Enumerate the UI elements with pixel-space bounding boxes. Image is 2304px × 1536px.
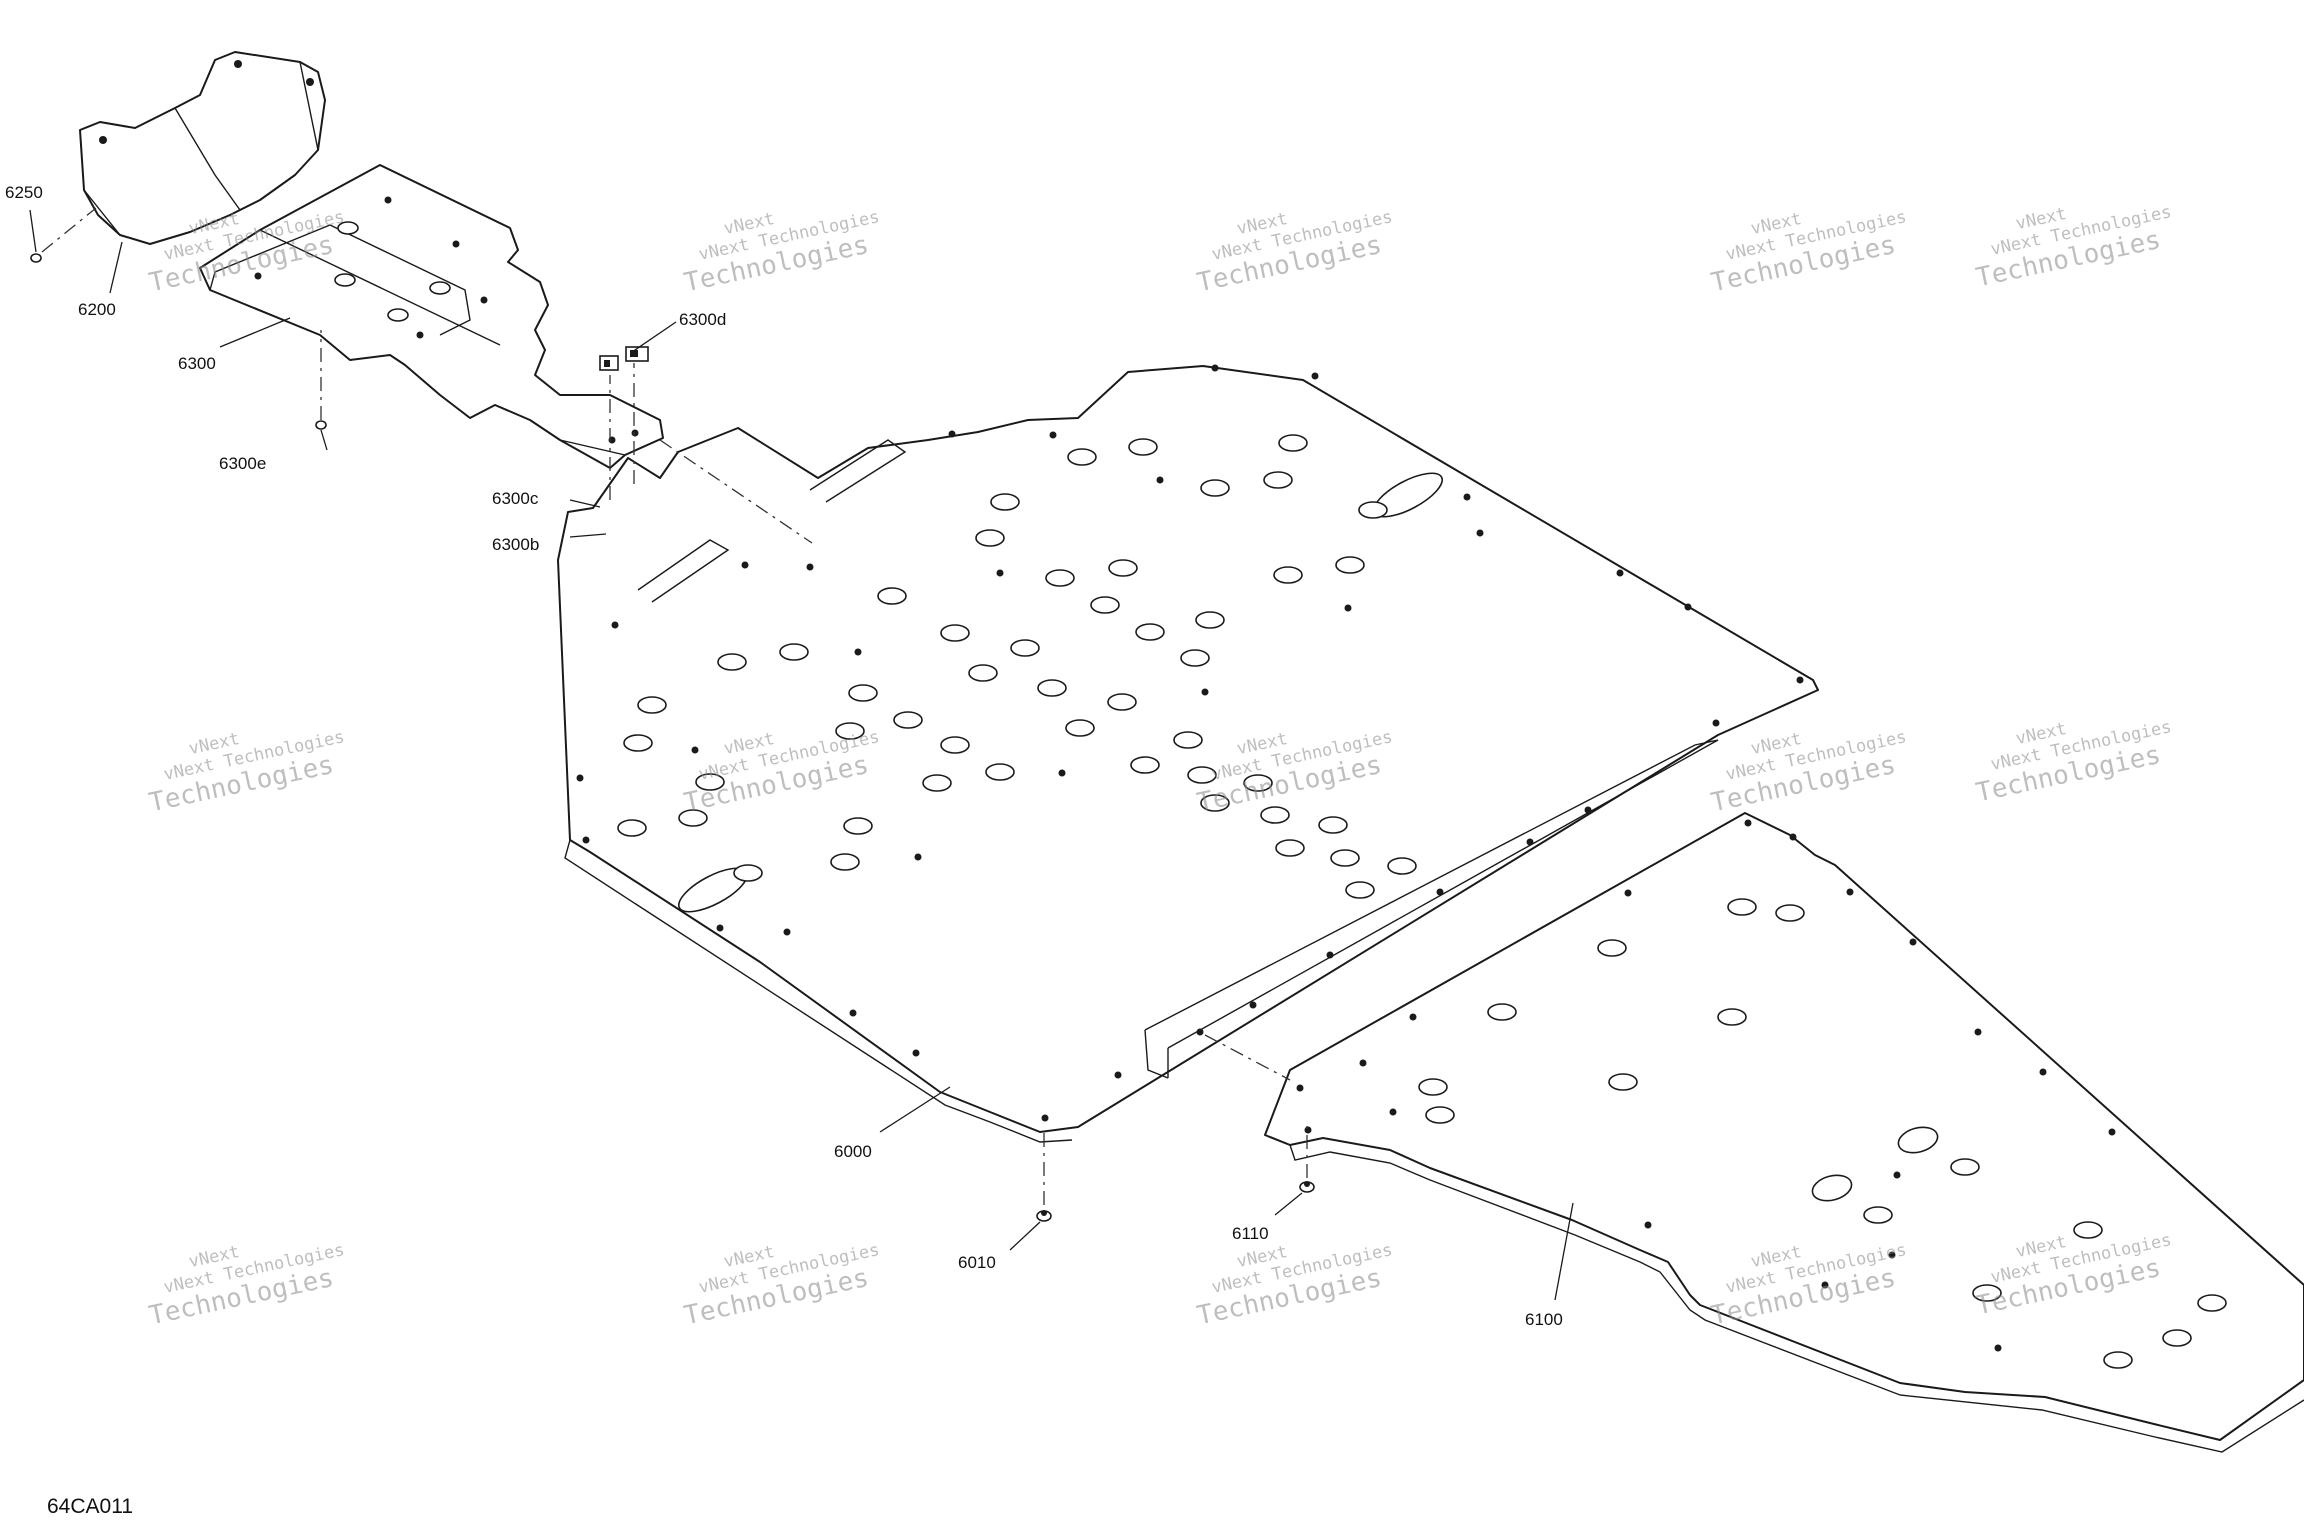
plate-6100-holes [1418, 898, 2227, 1369]
watermark: vNext vNext Technologies Technologies [1973, 202, 2173, 293]
watermark: vNext vNext Technologies Technologies [1708, 207, 1908, 298]
callout-6110: 6110 [1232, 1224, 1269, 1243]
callout-6300: 6300 [178, 354, 216, 373]
callout-6100: 6100 [1525, 1310, 1563, 1329]
plate-6100-rivets [1296, 819, 2116, 1352]
watermark: vNext vNext Technologies Technologies [1194, 207, 1394, 298]
plate-6000-holes [617, 434, 1417, 899]
skid-guard-6200 [79, 51, 326, 245]
assembly-lines [41, 207, 1308, 1205]
front-plate-6300 [199, 164, 664, 469]
callout-6300d: 6300d [679, 310, 726, 329]
watermark: vNext vNext Technologies Technologies [146, 1240, 346, 1331]
callout-6000: 6000 [834, 1142, 872, 1161]
main-skid-plate-6000 [557, 364, 1819, 1143]
fasteners [1036, 1181, 1315, 1222]
watermark: vNext vNext Technologies Technologies [146, 727, 346, 818]
watermark: vNext vNext Technologies Technologies [1194, 1240, 1394, 1331]
plate-6000-rivets [576, 364, 1804, 1122]
leader-lines [29, 209, 1574, 1301]
callout-labels: 6250 6200 6300 6300d 6300e 6300c 6300b 6… [5, 183, 1563, 1329]
callout-6300e: 6300e [219, 454, 266, 473]
watermark: vNext vNext Technologies Technologies [681, 1240, 881, 1331]
watermark: vNext vNext Technologies Technologies [681, 207, 881, 298]
callout-6300b: 6300b [492, 535, 539, 554]
callout-6250: 6250 [5, 183, 43, 202]
callout-6300c: 6300c [492, 489, 539, 508]
callout-6010: 6010 [958, 1253, 996, 1272]
rear-plate-6100 [1264, 812, 2304, 1453]
watermark: vNext vNext Technologies Technologies [1973, 717, 2173, 808]
figure-code: 64CA011 [47, 1495, 133, 1518]
callout-6200: 6200 [78, 300, 116, 319]
